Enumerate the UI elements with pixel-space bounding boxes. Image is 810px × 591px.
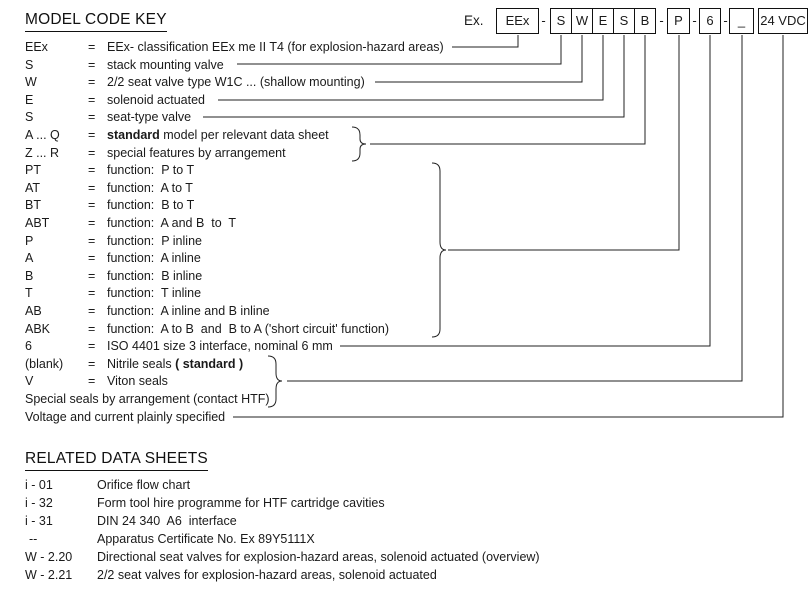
code-separator: - [659, 13, 664, 28]
equals-sign: = [88, 251, 96, 265]
key-desc: function: P inline [107, 234, 202, 248]
key-desc: EEx- classification EEx me II T4 (for ex… [107, 40, 444, 54]
key-code: AT [25, 181, 41, 195]
key-code: PT [25, 163, 41, 177]
key-desc: function: P to T [107, 163, 195, 177]
sheet-code: W - 2.20 [25, 550, 73, 564]
equals-sign: = [88, 128, 96, 142]
sheet-code: W - 2.21 [25, 568, 73, 582]
equals-sign: = [88, 198, 96, 212]
related-data-sheets-table: i - 01 Orifice flow chart i - 32 Form tool… [25, 476, 785, 586]
key-desc: function: B to T [107, 198, 195, 212]
key-desc: function: A and B to T [107, 216, 237, 230]
key-desc: special features by arrangement [107, 146, 286, 160]
example-box-e: E [592, 8, 614, 34]
example-box-w: W [571, 8, 593, 34]
sheet-desc: Orifice flow chart [97, 478, 191, 492]
example-box-blank: _ [729, 8, 754, 34]
sheet-code: -- [29, 532, 38, 546]
sheet-desc: Directional seat valves for explosion-ha… [97, 550, 540, 564]
key-desc: solenoid actuated [107, 93, 205, 107]
equals-sign: = [88, 234, 96, 248]
sheet-desc: Apparatus Certificate No. Ex 89Y5111X [97, 532, 315, 546]
model-code-key-table: EEx = EEx- classification EEx me II T4 (fo… [25, 38, 785, 428]
related-data-sheets-title: RELATED DATA SHEETS [25, 450, 208, 471]
sheet-desc: 2/2 seat valves for explosion-hazard are… [97, 568, 437, 582]
example-box-p: P [667, 8, 690, 34]
key-desc: function: A to B and B to A ('short circ… [107, 322, 390, 336]
key-code: BT [25, 198, 41, 212]
code-separator: - [723, 13, 728, 28]
key-code: AB [25, 304, 42, 318]
equals-sign: = [88, 163, 96, 177]
key-code: EEx [25, 40, 48, 54]
equals-sign: = [88, 286, 96, 300]
sheet-code: i - 32 [25, 496, 53, 510]
key-desc: seat-type valve [107, 110, 192, 124]
key-code: 6 [25, 339, 32, 353]
example-box-s2: S [613, 8, 635, 34]
code-separator: - [541, 13, 546, 28]
key-desc: function: A to T [107, 181, 193, 195]
example-box-eex: EEx [496, 8, 539, 34]
key-desc: function: A inline and B inline [107, 304, 270, 318]
equals-sign: = [88, 304, 96, 318]
key-desc: function: B inline [107, 269, 203, 283]
equals-sign: = [88, 181, 96, 195]
key-code: P [25, 234, 34, 248]
equals-sign: = [88, 374, 96, 388]
key-desc: Voltage and current plainly specified [25, 410, 226, 424]
example-box-b: B [634, 8, 656, 34]
key-code: W [25, 75, 37, 89]
key-desc: Viton seals [107, 374, 168, 388]
key-desc: Nitrile seals ( standard ) [107, 357, 244, 371]
key-code: Z ... R [25, 146, 60, 160]
key-desc: 2/2 seat valve type W1C ... (shallow mou… [107, 75, 365, 89]
key-code: ABK [25, 322, 51, 336]
example-box-voltage: 24 VDC [758, 8, 808, 34]
key-code: S [25, 58, 34, 72]
equals-sign: = [88, 339, 96, 353]
key-desc: standard model per relevant data sheet [107, 128, 329, 142]
key-desc: function: T inline [107, 286, 202, 300]
key-desc: function: A inline [107, 251, 201, 265]
equals-sign: = [88, 93, 96, 107]
key-code: A ... Q [25, 128, 60, 142]
equals-sign: = [88, 357, 96, 371]
equals-sign: = [88, 110, 96, 124]
key-code: (blank) [25, 357, 64, 371]
key-code: T [25, 286, 33, 300]
example-box-6: 6 [699, 8, 721, 34]
key-code: S [25, 110, 34, 124]
example-box-s1: S [550, 8, 572, 34]
key-code: V [25, 374, 34, 388]
key-code: B [25, 269, 34, 283]
equals-sign: = [88, 216, 96, 230]
key-code: ABT [25, 216, 50, 230]
equals-sign: = [88, 75, 96, 89]
equals-sign: = [88, 58, 96, 72]
sheet-code: i - 01 [25, 478, 53, 492]
key-code: E [25, 93, 34, 107]
key-desc: stack mounting valve [107, 58, 224, 72]
equals-sign: = [88, 146, 96, 160]
key-desc: ISO 4401 size 3 interface, nominal 6 mm [107, 339, 333, 353]
example-label: Ex. [464, 13, 484, 28]
equals-sign: = [88, 269, 96, 283]
equals-sign: = [88, 40, 96, 54]
key-desc: Special seals by arrangement (contact HT… [25, 392, 270, 406]
key-code: A [25, 251, 34, 265]
sheet-code: i - 31 [25, 514, 53, 528]
code-separator: - [692, 13, 697, 28]
sheet-desc: Form tool hire programme for HTF cartrid… [97, 496, 385, 510]
equals-sign: = [88, 322, 96, 336]
sheet-desc: DIN 24 340 A6 interface [97, 514, 237, 528]
model-code-key-title: MODEL CODE KEY [25, 11, 167, 32]
